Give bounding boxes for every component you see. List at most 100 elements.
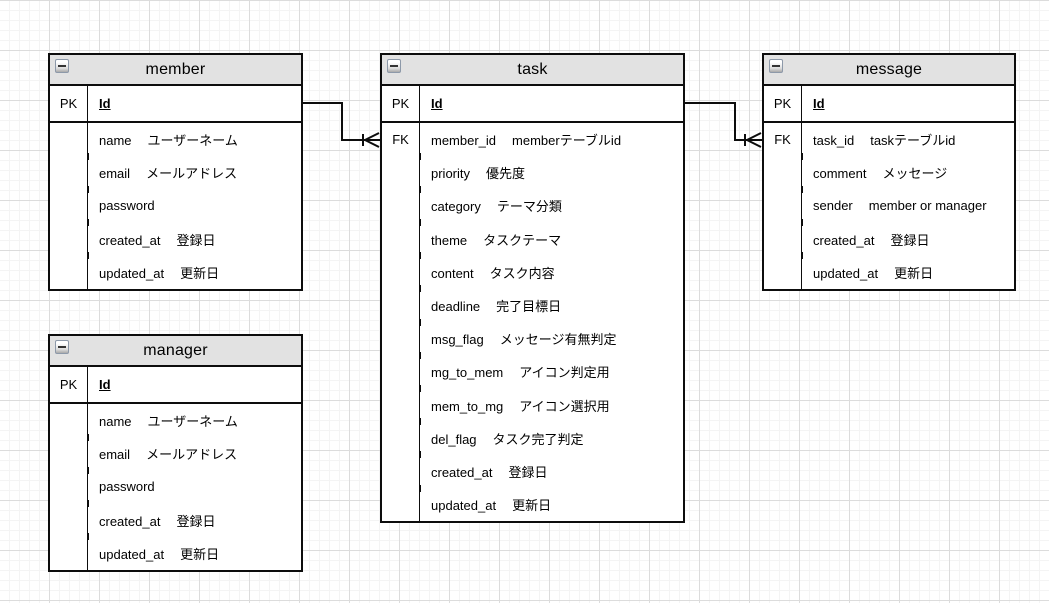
pk-field: Id [420,96,683,111]
field-name: theme [431,232,468,248]
crow-foot-many-icon [362,132,380,148]
crow-foot-many-icon [744,132,762,148]
relationship-task-message[interactable] [685,102,762,148]
minus-icon [390,65,398,67]
field-row[interactable]: email メールアドレス [50,152,301,190]
key-cell [50,152,89,190]
field-desc: memberテーブルid [512,133,622,149]
key-cell [764,219,803,256]
field-name: email [99,166,131,182]
field-name: updated_at [99,546,165,562]
field-name: updated_at [813,265,879,281]
key-cell [50,533,89,570]
field-desc: タスク完了判定 [492,431,584,447]
key-cell [382,418,421,455]
field-name: mem_to_mg [431,398,504,414]
field-desc: メールアドレス [146,447,238,463]
entity-header[interactable]: manager [50,336,301,367]
field-name: updated_at [431,498,497,514]
pk-field: Id [88,96,301,111]
field-name: content [431,265,474,281]
collapse-button[interactable] [55,340,69,354]
relationship-line[interactable] [303,102,380,141]
field-name: password [99,479,155,495]
field-name: comment [813,166,867,182]
field-name: created_at [813,232,875,248]
field-name: deadline [431,299,481,315]
field-row[interactable]: del_flag タスク完了判定 [382,418,683,455]
field-row[interactable]: password [50,185,301,223]
field-name: msg_flag [431,332,484,348]
field-desc: 登録日 [176,232,216,248]
field-row[interactable]: mem_to_mg アイコン選択用 [382,384,683,422]
collapse-button[interactable] [387,59,401,73]
key-cell [382,185,421,223]
field-name: category [431,199,481,215]
field-row[interactable]: created_at 登録日 [764,219,1014,256]
field-desc: アイコン選択用 [519,398,610,414]
field-cell: email メールアドレス [88,163,301,182]
field-row[interactable]: email メールアドレス [50,433,301,471]
field-row[interactable]: password [50,466,301,504]
field-name: del_flag [431,431,477,447]
field-desc: メールアドレス [146,166,238,182]
key-cell [50,466,89,504]
field-desc: 登録日 [890,232,930,248]
entity-header[interactable]: member [50,55,301,86]
field-desc: 更新日 [180,546,220,562]
collapse-button[interactable] [55,59,69,73]
collapse-button[interactable] [769,59,783,73]
relationship-line[interactable] [685,102,762,141]
entity-header[interactable]: message [764,55,1014,86]
field-desc: 登録日 [176,513,216,529]
field-name: name [99,414,132,430]
minus-icon [58,65,66,67]
key-cell [382,152,421,190]
field-row[interactable]: updated_at 更新日 [50,533,301,570]
field-desc: 登録日 [508,464,548,480]
key-cell [382,451,421,489]
relationship-member-task[interactable] [303,102,380,148]
key-cell [50,404,88,438]
field-name: password [99,198,155,214]
field-name: email [99,447,131,463]
entity-header[interactable]: task [382,55,683,86]
